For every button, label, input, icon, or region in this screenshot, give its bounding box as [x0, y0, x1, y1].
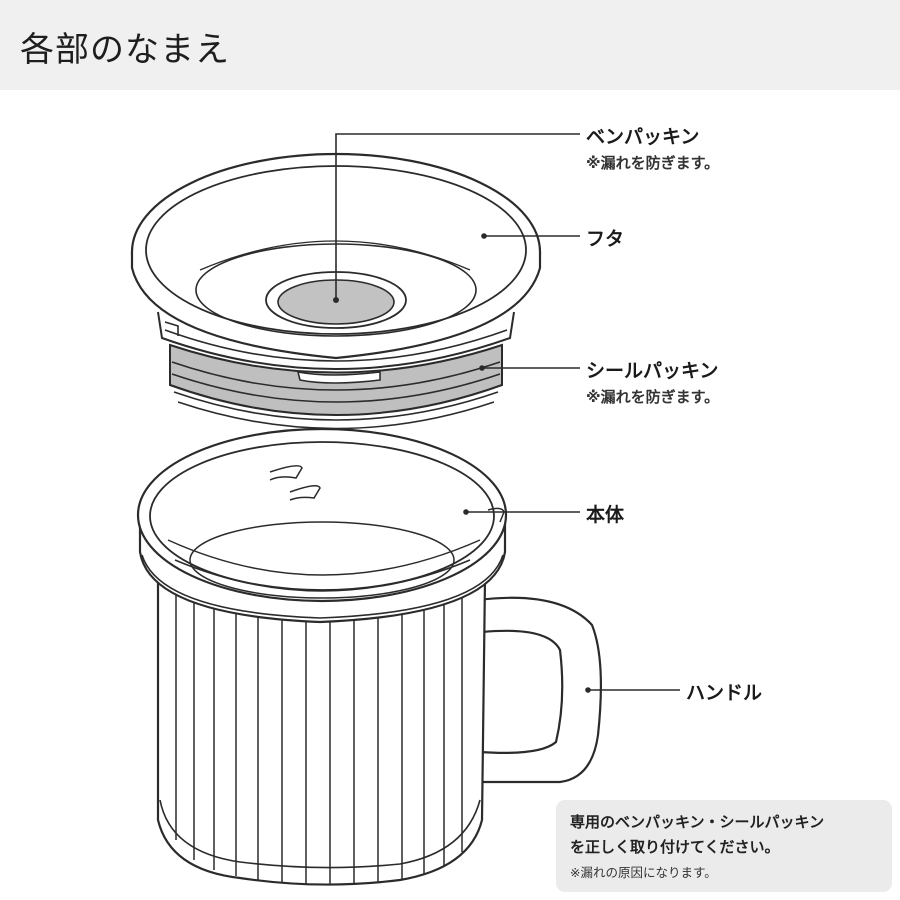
- label-ben-packing-note: ※漏れを防ぎます。: [586, 154, 720, 172]
- body-illustration: [136, 427, 603, 886]
- header-bar: 各部のなまえ: [0, 0, 900, 90]
- label-seal-packing: シールパッキン: [586, 360, 719, 382]
- label-ben-packing: ベンパッキン: [586, 126, 700, 148]
- label-seal-packing-note: ※漏れを防ぎます。: [586, 388, 720, 406]
- handle-shape: [476, 596, 603, 784]
- leader-lines: [332, 133, 680, 693]
- notice-box: 専用のベンパッキン・シールパッキン を正しく取り付けてください。 ※漏れの原因に…: [556, 800, 892, 892]
- leader-ben-packing: [335, 133, 580, 300]
- page-title: 各部のなまえ: [20, 30, 230, 70]
- label-body: 本体: [586, 504, 625, 526]
- label-handle: ハンドル: [686, 682, 763, 704]
- notice-line-1: 専用のベンパッキン・シールパッキン: [570, 813, 825, 831]
- notice-line-2: を正しく取り付けてください。: [570, 838, 780, 856]
- notice-line-3: ※漏れの原因になります。: [570, 865, 717, 880]
- label-lid: フタ: [586, 228, 625, 250]
